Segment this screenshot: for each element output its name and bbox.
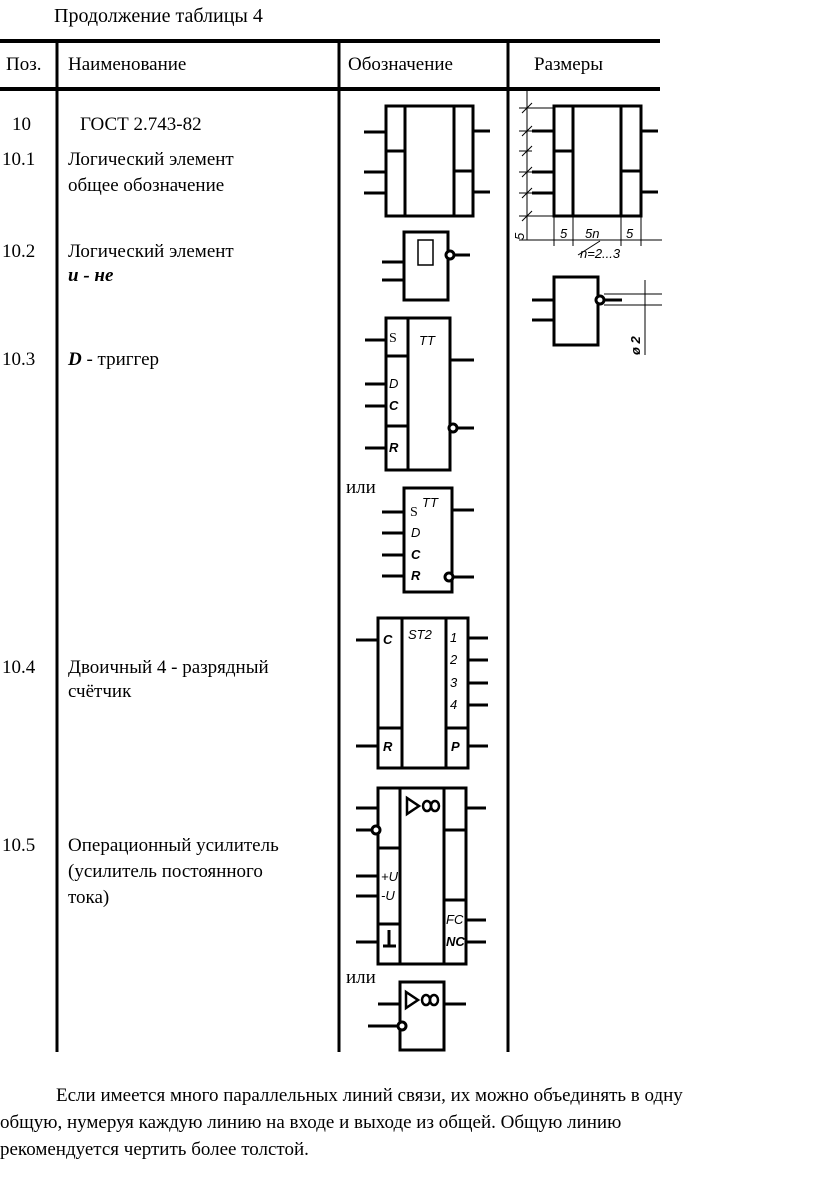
counter-output-3: 3 (450, 675, 458, 690)
row-name-10-3-prefix: D (68, 349, 82, 370)
dim-five-left: 5 (560, 226, 568, 241)
opamp-compact-symbol (368, 980, 466, 1052)
d-trigger-compact-symbol (382, 486, 474, 594)
and-not-dimensioned-symbol (532, 275, 622, 347)
header-pos: Поз. (6, 54, 42, 75)
row-name-10-5-line1: Операционный усилитель (68, 835, 279, 856)
header-name: Наименование (68, 54, 187, 75)
row-pos-10-5: 10.5 (2, 835, 36, 856)
trigger-tt-label: TT (419, 333, 436, 348)
dim-five-n: 5n (585, 226, 599, 241)
binary-counter-symbol (356, 616, 488, 770)
row-name-10-3: D - триггер (68, 348, 159, 372)
trigger2-c-label: C (411, 547, 421, 562)
counter-st2-label: ST2 (408, 627, 433, 642)
logic-element-general-symbol (364, 104, 490, 218)
dim-n-range: n=2...3 (580, 246, 621, 261)
paragraph-line-1: Если имеется много параллельных линий св… (56, 1085, 683, 1106)
dim-diameter: ø 2 (628, 335, 643, 355)
dimensioned-element-symbol (532, 104, 658, 218)
trigger-c-label: C (389, 398, 399, 413)
dimension-lines (519, 88, 662, 256)
trigger2-d-label: D (411, 525, 420, 540)
trigger-r-label: R (389, 440, 399, 455)
opamp-plus-u-label: +U (381, 869, 399, 884)
or-label-1: или (346, 477, 376, 498)
trigger-d-label: D (389, 376, 398, 391)
row-name-10-2-line2: и - не (68, 265, 114, 286)
trigger2-r-label: R (411, 568, 421, 583)
opamp-minus-u-label: -U (381, 888, 395, 903)
row-pos-10-2: 10.2 (2, 241, 36, 262)
d-trigger-symbol (365, 316, 474, 472)
row-pos-10-3: 10.3 (2, 349, 36, 370)
row-pos-10-1: 10.1 (2, 149, 36, 170)
header-symbol: Обозначение (348, 54, 453, 75)
row-name-10-5-line3: тока) (68, 887, 110, 908)
paragraph-line-2: общую, нумеруя каждую линию на входе и в… (0, 1112, 622, 1133)
or-label-2: или (346, 967, 376, 988)
counter-p-label: P (451, 739, 460, 754)
trigger2-tt-label: TT (422, 495, 439, 510)
trigger2-s-label: S (410, 505, 418, 520)
dim-five-vertical: 5 (512, 232, 527, 240)
row-pos-10: 10 (12, 114, 31, 135)
and-not-element-symbol (382, 230, 470, 302)
paragraph-line-3: рекомендуется чертить более толстой. (0, 1139, 309, 1160)
diameter-dimension (604, 280, 662, 355)
dim-five-right: 5 (626, 226, 634, 241)
header-dimensions: Размеры (534, 54, 603, 75)
counter-r-label: R (383, 739, 393, 754)
opamp-fc-label: FC (446, 912, 464, 927)
row-name-10-2-line1: Логический элемент (68, 241, 234, 262)
counter-output-1: 1 (450, 630, 457, 645)
row-name-10: ГОСТ 2.743-82 (80, 114, 202, 135)
row-name-10-1-line2: общее обозначение (68, 175, 225, 196)
counter-output-4: 4 (450, 697, 457, 712)
row-pos-10-4: 10.4 (2, 657, 36, 678)
row-name-10-4-line1: Двоичный 4 - разрядный (68, 657, 269, 678)
trigger-s-label: S (389, 331, 397, 346)
row-name-10-4-line2: счётчик (68, 681, 132, 702)
row-name-10-1-line1: Логический элемент (68, 149, 234, 170)
opamp-symbol (356, 786, 486, 966)
counter-output-2: 2 (449, 652, 458, 667)
counter-c-label: C (383, 632, 393, 647)
row-name-10-5-line2: (усилитель постоянного (68, 861, 263, 882)
row-name-10-3-rest: - триггер (81, 349, 160, 370)
opamp-nc-label: NC (446, 934, 465, 949)
table-caption: Продолжение таблицы 4 (54, 5, 263, 27)
